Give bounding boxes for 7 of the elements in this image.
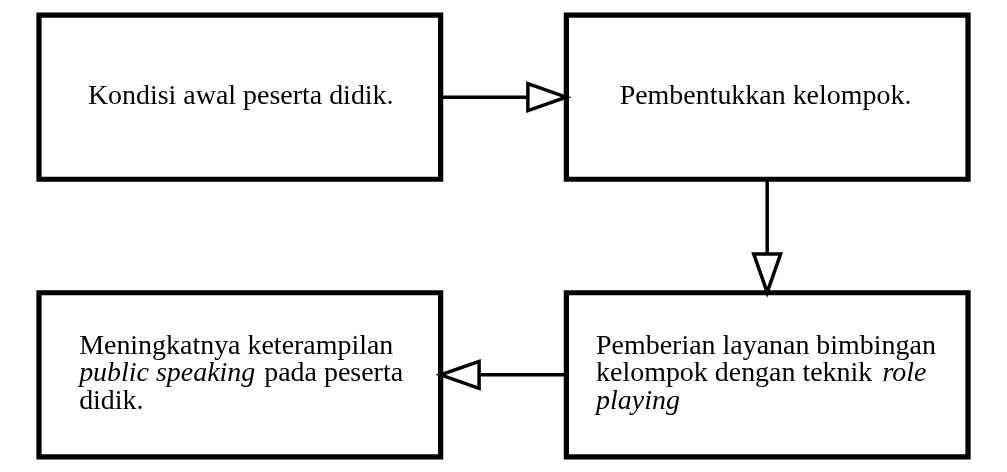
node-box: Meningkatnya keterampilan public speaking pada peserta didik. <box>36 290 444 460</box>
node-box: Kondisi awal peserta didik. <box>36 12 444 182</box>
arrow <box>751 179 784 298</box>
arrow <box>435 358 567 391</box>
arrow <box>440 81 572 114</box>
node-box: Pembentukkan kelompok. <box>563 12 971 182</box>
node-box: Pemberian layanan bimbingan kelompok dengan teknik role playing <box>563 290 971 460</box>
